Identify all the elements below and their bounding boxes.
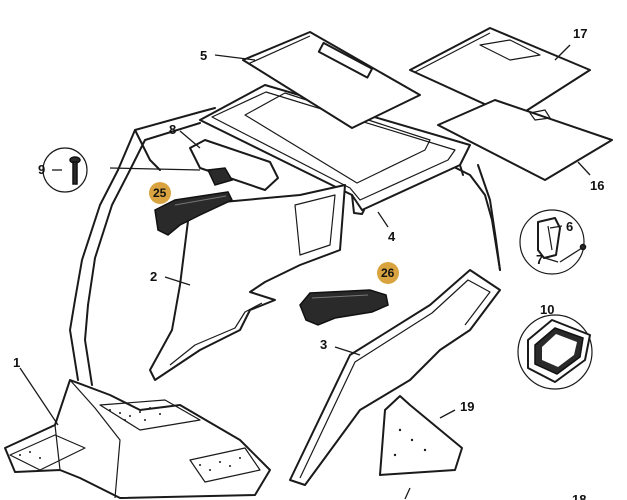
- cab-frame: [69, 107, 501, 386]
- roof-frame: [199, 84, 471, 215]
- callout-3: 3: [320, 337, 327, 352]
- callout-25: 25: [153, 186, 167, 200]
- roof-panel: [242, 31, 421, 129]
- highlight-25: [149, 182, 171, 204]
- highlight-26: [377, 262, 399, 284]
- callout-19: 19: [460, 399, 474, 414]
- handle-detail: [519, 209, 587, 275]
- callout-1: 1: [13, 355, 20, 370]
- trim-piece-26: [299, 289, 389, 326]
- callout-16: 16: [590, 178, 604, 193]
- right-side-panel: [289, 269, 501, 486]
- callout-2: 2: [150, 269, 157, 284]
- callout-18: 18: [572, 492, 586, 500]
- callout-5: 5: [200, 48, 207, 63]
- callout-10: 10: [540, 302, 554, 317]
- callout-7: 7: [536, 252, 543, 267]
- callout-6: 6: [566, 219, 573, 234]
- callout-26: 26: [381, 266, 395, 280]
- left-side-panel: [149, 184, 346, 381]
- trim-piece-25: [154, 191, 234, 236]
- bracket-19: [379, 395, 463, 500]
- callout-17: 17: [573, 26, 587, 41]
- callout-9: 9: [38, 162, 45, 177]
- bolt: [42, 147, 88, 193]
- leader-lines: [19, 44, 591, 426]
- callout-8: 8: [169, 122, 176, 137]
- lamp-detail: [517, 314, 593, 390]
- headliner-upper: [409, 27, 591, 119]
- sun-visor: [109, 139, 279, 191]
- floor-base: [4, 379, 271, 499]
- headliner-lower: [437, 99, 613, 181]
- callout-4: 4: [388, 229, 396, 244]
